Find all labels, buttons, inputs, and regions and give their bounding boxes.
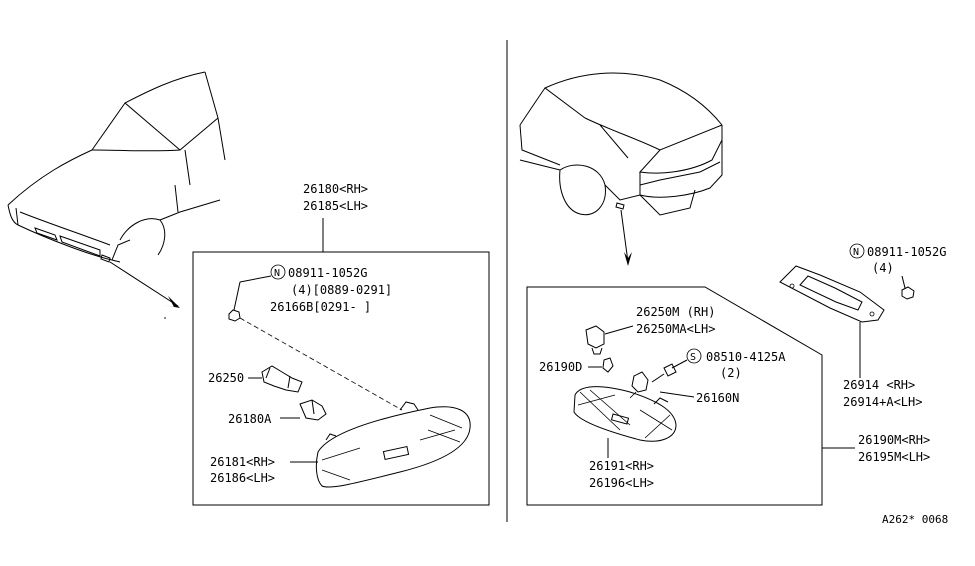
left-detail-box (192, 251, 490, 506)
label-26914a-lh: 26914+A<LH> (843, 395, 922, 409)
rear-car-illustration (519, 72, 723, 216)
bezel-nut-part (901, 286, 915, 300)
label-26186-lh: 26186<LH> (210, 471, 275, 485)
bezel-nut-circle-icon (849, 243, 865, 259)
nut-symbol: N (274, 268, 280, 279)
label-nut-qty-range: (4)[0889-0291] (291, 283, 392, 297)
label-08911-1052g: 08911-1052G (288, 266, 367, 280)
front-car-illustration (7, 71, 226, 263)
rear-socket-part (585, 325, 605, 355)
label-26250ma-lh: 26250MA<LH> (636, 322, 715, 336)
bezel-nut-symbol: N (853, 247, 859, 258)
label-08510-4125a: 08510-4125A (706, 350, 786, 364)
stray-dot (164, 317, 166, 319)
label-26196-lh: 26196<LH> (589, 476, 654, 490)
marker-lamp-lens (315, 401, 471, 488)
rear-marker-location (615, 202, 625, 210)
label-26180a: 26180A (228, 412, 272, 426)
nut-dashed-leader (239, 317, 403, 411)
label-26181-rh: 26181<RH> (210, 455, 275, 469)
bezel-part (779, 265, 885, 323)
label-26190d: 26190D (539, 360, 582, 374)
label-26185-lh: 26185<LH> (303, 199, 368, 213)
label-26191-rh: 26191<RH> (589, 459, 654, 473)
label-bezel-08911-1052g: 08911-1052G (867, 245, 946, 259)
label-screw-qty: (2) (720, 366, 742, 380)
nut-part (228, 309, 241, 322)
bulb-part (299, 399, 327, 421)
front-pointer-arrow (109, 261, 180, 308)
label-26195m-lh: 26195M<LH> (858, 450, 930, 464)
label-26180-rh: 26180<RH> (303, 182, 368, 196)
label-26190m-rh: 26190M<RH> (858, 433, 930, 447)
label-26250: 26250 (208, 371, 244, 385)
label-26166b: 26166B[0291- ] (270, 300, 371, 314)
right-detail-box (526, 286, 823, 506)
rear-marker-lens (573, 386, 677, 442)
marker-location (100, 254, 111, 263)
label-26250m-rh: 26250M (RH) (636, 305, 715, 319)
label-26914-rh: 26914 <RH> (843, 378, 915, 392)
label-26160n: 26160N (696, 391, 739, 405)
nut-circle-icon (270, 264, 286, 280)
rear-bulb-part (602, 357, 614, 373)
label-bezel-nut-qty: (4) (872, 261, 894, 275)
diagram-code: A262* 0068 (882, 513, 948, 526)
rear-pointer-arrow (620, 209, 632, 266)
screw-part (651, 363, 677, 383)
rear-socket-small (629, 371, 649, 399)
socket-part (261, 365, 303, 393)
screw-circle-icon (686, 348, 702, 364)
screw-symbol: S (690, 352, 696, 363)
